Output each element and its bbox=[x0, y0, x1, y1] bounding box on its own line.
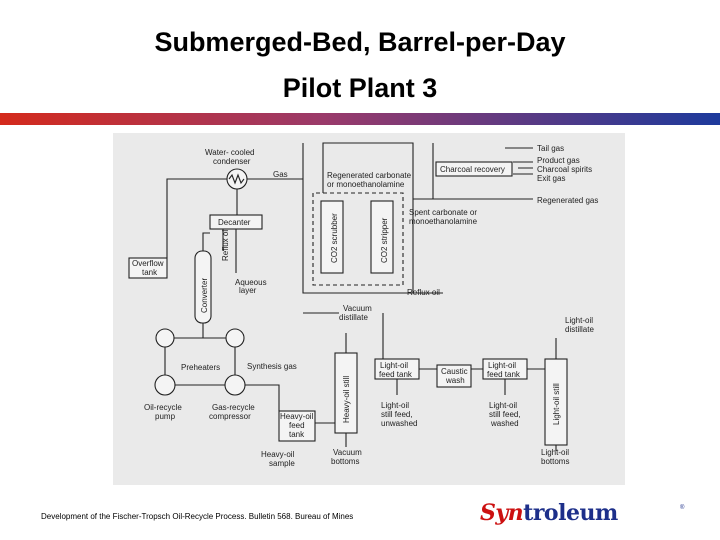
light-oil-feed-tank-label-1: Light-oil bbox=[380, 361, 408, 370]
caustic-wash-label-1: Caustic bbox=[441, 367, 468, 376]
title-rule-gradient bbox=[0, 113, 720, 125]
heavy-oil-still-label: Heavy-oil still bbox=[342, 376, 351, 423]
preheater-2 bbox=[225, 328, 245, 348]
logo-part-2: troleum bbox=[523, 500, 618, 526]
citation: Development of the Fischer-Tropsch Oil-R… bbox=[41, 512, 354, 521]
synthesis-gas-label: Synthesis gas bbox=[247, 362, 297, 371]
process-lines bbox=[164, 142, 557, 451]
light-oil-feed-tank-label-2: feed tank bbox=[379, 370, 413, 379]
oil-recycle-pump-label-2: pump bbox=[155, 412, 176, 421]
spent-carbonate-label-2: monoethanolamine bbox=[409, 217, 478, 226]
preheater-1 bbox=[155, 328, 175, 348]
reflux-oil-vertical-label: Reflux oil bbox=[221, 228, 230, 261]
heavy-oil-feed-tank-label-3: tank bbox=[289, 430, 305, 439]
aqueous-layer-label-1: Aqueous bbox=[235, 278, 267, 287]
regenerated-carbonate-label-1: Regenerated carbonate bbox=[327, 171, 412, 180]
oil-recycle-pump bbox=[154, 374, 176, 396]
condenser-label-1: Water- cooled bbox=[205, 148, 255, 157]
vacuum-distillate-label-2: distillate bbox=[339, 313, 368, 322]
aqueous-layer-label-2: layer bbox=[239, 286, 257, 295]
logo-part-1: Syn bbox=[480, 500, 524, 526]
heavy-oil-feed-tank-label-2: feed bbox=[289, 421, 305, 430]
gas-recycle-compressor-label-1: Gas-recycle bbox=[212, 403, 255, 412]
light-oil-feed-tank-b-label-2: feed tank bbox=[487, 370, 521, 379]
still-feed-washed-label-2: still feed, bbox=[489, 410, 521, 419]
light-oil-distillate-label-2: distillate bbox=[565, 325, 594, 334]
gas-recycle-compressor-label-2: compressor bbox=[209, 412, 251, 421]
charcoal-recovery-label: Charcoal recovery bbox=[440, 165, 505, 174]
vacuum-distillate-label-1: Vacuum bbox=[343, 304, 372, 313]
co2-scrubber bbox=[320, 200, 344, 274]
light-oil-still-label: Light-oil still bbox=[552, 383, 561, 425]
co2-stripper-label: CO2 stripper bbox=[380, 217, 389, 263]
vacuum-bottoms-label-2: bottoms bbox=[331, 457, 359, 466]
caustic-wash bbox=[436, 364, 472, 388]
charcoal-spirits-label: Charcoal spirits bbox=[537, 165, 592, 174]
exit-gas-label: Exit gas bbox=[537, 174, 565, 183]
syntroleum-logo: Syntroleum bbox=[480, 500, 618, 526]
heavy-oil-feed-tank bbox=[278, 410, 316, 442]
light-oil-bottoms-label-1: Light-oil bbox=[541, 448, 569, 457]
preheaters-label: Preheaters bbox=[181, 363, 220, 372]
light-oil-distillate-label-1: Light-oil bbox=[565, 316, 593, 325]
tail-gas-label: Tail gas bbox=[537, 144, 564, 153]
spent-carbonate-label-1: Spent carbonate or bbox=[409, 208, 477, 217]
regenerated-carbonate-label-2: or monoethanolamine bbox=[327, 180, 405, 189]
oil-recycle-pump-label-1: Oil-recycle bbox=[144, 403, 182, 412]
still-feed-washed-label-3: washed bbox=[490, 419, 519, 428]
vacuum-bottoms-label-1: Vacuum bbox=[333, 448, 362, 457]
caustic-wash-label-2: wash bbox=[445, 376, 465, 385]
gas-recycle-compressor bbox=[224, 374, 246, 396]
decanter-label: Decanter bbox=[218, 218, 251, 227]
co2-stripper bbox=[370, 200, 394, 274]
heavy-oil-feed-tank-label-1: Heavy-oil bbox=[280, 412, 314, 421]
process-flow-diagram: Water- cooled condenser Gas Decanter Ref… bbox=[113, 133, 625, 485]
charcoal-recovery bbox=[435, 161, 513, 177]
logo-trademark: ® bbox=[680, 505, 685, 511]
light-oil-feed-tank-b-label-1: Light-oil bbox=[488, 361, 516, 370]
condenser-label-2: condenser bbox=[213, 157, 251, 166]
overflow-tank-label-2: tank bbox=[142, 268, 158, 277]
converter-label: Converter bbox=[200, 278, 209, 313]
light-oil-bottoms-label-2: bottoms bbox=[541, 457, 569, 466]
product-gas-label: Product gas bbox=[537, 156, 580, 165]
slide-title-line-2: Pilot Plant 3 bbox=[282, 73, 438, 103]
heavy-oil-sample-label-2: sample bbox=[269, 459, 295, 468]
still-feed-unwashed-label-2: still feed, bbox=[381, 410, 413, 419]
still-feed-unwashed-label-3: unwashed bbox=[381, 419, 417, 428]
overflow-tank bbox=[128, 257, 168, 279]
slide-title-line-1: Submerged-Bed, Barrel-per-Day bbox=[154, 27, 566, 57]
co2-scrubber-label: CO2 scrubber bbox=[330, 213, 339, 263]
heavy-oil-sample-label-1: Heavy-oil bbox=[261, 450, 295, 459]
still-feed-washed-label-1: Light-oil bbox=[489, 401, 517, 410]
overflow-tank-label-1: Overflow bbox=[132, 259, 164, 268]
gas-label: Gas bbox=[273, 170, 288, 179]
regenerated-gas-label: Regenerated gas bbox=[537, 196, 598, 205]
still-feed-unwashed-label-1: Light-oil bbox=[381, 401, 409, 410]
